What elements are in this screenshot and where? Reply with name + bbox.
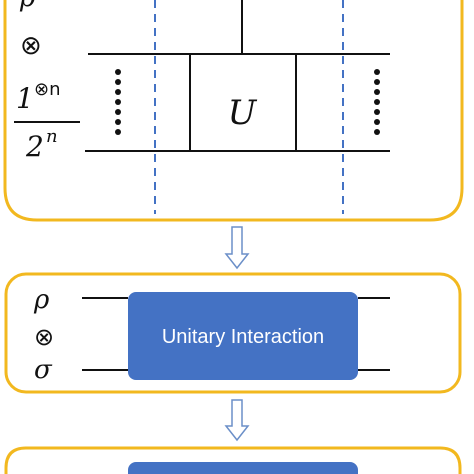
fraction-numerator: 1 <box>16 82 34 115</box>
panel-middle-border <box>4 272 462 394</box>
unitary-gate-box <box>189 53 297 152</box>
panel-bottom-border <box>4 446 462 474</box>
unitary-gate-label: U <box>228 93 258 133</box>
otimes-symbol-top: ⊗ <box>20 31 42 61</box>
fraction-numerator-superscript: ⊗n <box>34 79 61 100</box>
down-arrow-1 <box>224 226 250 270</box>
bottom-box <box>128 462 358 474</box>
panel-middle: ρ ⊗ σ Unitary Interaction <box>4 272 462 394</box>
ellipsis-left <box>115 69 121 135</box>
fraction-denominator-superscript: n <box>46 126 58 147</box>
fraction-denominator: 2 <box>25 130 44 163</box>
otimes-symbol: ⊗ <box>34 323 54 351</box>
ellipsis-right <box>374 69 380 135</box>
down-arrow-2 <box>224 399 250 442</box>
panel-bottom <box>4 446 462 474</box>
panel-top: ρ ⊗ 1 ⊗n 2 n U <box>3 0 464 222</box>
rho-label: ρ <box>33 285 50 315</box>
panel-top-border <box>3 0 464 222</box>
unitary-interaction-box <box>128 292 358 380</box>
rho-label-top: ρ <box>19 0 36 13</box>
unitary-interaction-label: Unitary Interaction <box>162 326 324 348</box>
sigma-label: σ <box>34 355 53 385</box>
fraction-term: 1 ⊗n 2 n <box>14 79 80 163</box>
